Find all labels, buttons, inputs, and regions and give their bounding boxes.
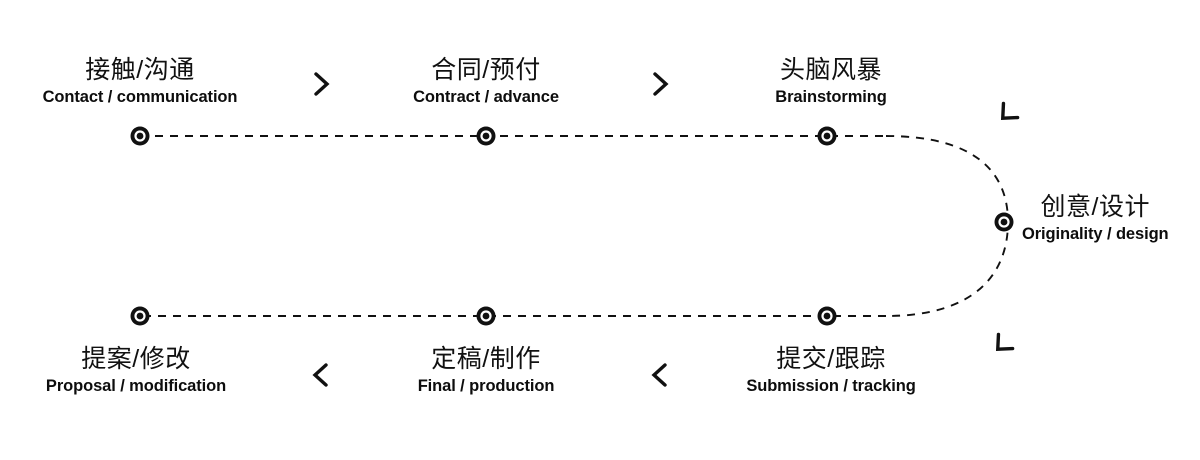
node-originality[interactable]	[994, 212, 1014, 232]
stage-cn-proposal: 提案/修改	[81, 345, 191, 373]
stage-cn-submission: 提交/跟踪	[776, 345, 886, 373]
chevron-right-icon	[308, 68, 334, 100]
stage-cn-contract: 合同/预付	[431, 56, 541, 84]
chevron-left-icon	[308, 359, 334, 391]
node-brainstorming[interactable]	[817, 126, 837, 146]
stage-cn-contact: 接触/沟通	[85, 56, 195, 84]
stage-label-contract: 合同/预付 Contract / advance	[413, 56, 559, 108]
node-contract[interactable]	[476, 126, 496, 146]
stage-en-proposal: Proposal / modification	[45, 376, 227, 395]
stage-cn-brainstorming: 头脑风暴	[779, 56, 882, 84]
stage-en-originality: Originality / design	[1022, 224, 1169, 243]
stage-cn-final: 定稿/制作	[431, 345, 541, 373]
stage-label-originality: 创意/设计 Originality / design	[1022, 193, 1169, 245]
stage-en-final: Final / production	[417, 376, 555, 395]
stage-en-contact: Contact / communication	[42, 87, 238, 106]
node-final[interactable]	[476, 306, 496, 326]
chevron-left-icon	[647, 359, 673, 391]
flow-path-uturn	[885, 135, 1009, 317]
stage-label-brainstorming: 头脑风暴 Brainstorming	[775, 56, 887, 108]
stage-label-final: 定稿/制作 Final / production	[418, 345, 555, 397]
stage-cn-originality: 创意/设计	[1040, 193, 1150, 221]
stage-label-contact: 接触/沟通 Contact / communication	[43, 56, 238, 108]
stage-label-submission: 提交/跟踪 Submission / tracking	[746, 345, 915, 397]
stage-en-submission: Submission / tracking	[746, 376, 916, 395]
stage-label-proposal: 提案/修改 Proposal / modification	[46, 345, 226, 397]
stage-en-contract: Contract / advance	[413, 87, 559, 106]
chevron-turn-down-icon	[986, 93, 1027, 134]
stage-en-brainstorming: Brainstorming	[775, 87, 887, 106]
node-submission[interactable]	[817, 306, 837, 326]
chevron-right-icon	[647, 68, 673, 100]
node-contact[interactable]	[130, 126, 150, 146]
node-proposal[interactable]	[130, 306, 150, 326]
chevron-turn-left-icon	[981, 324, 1022, 365]
